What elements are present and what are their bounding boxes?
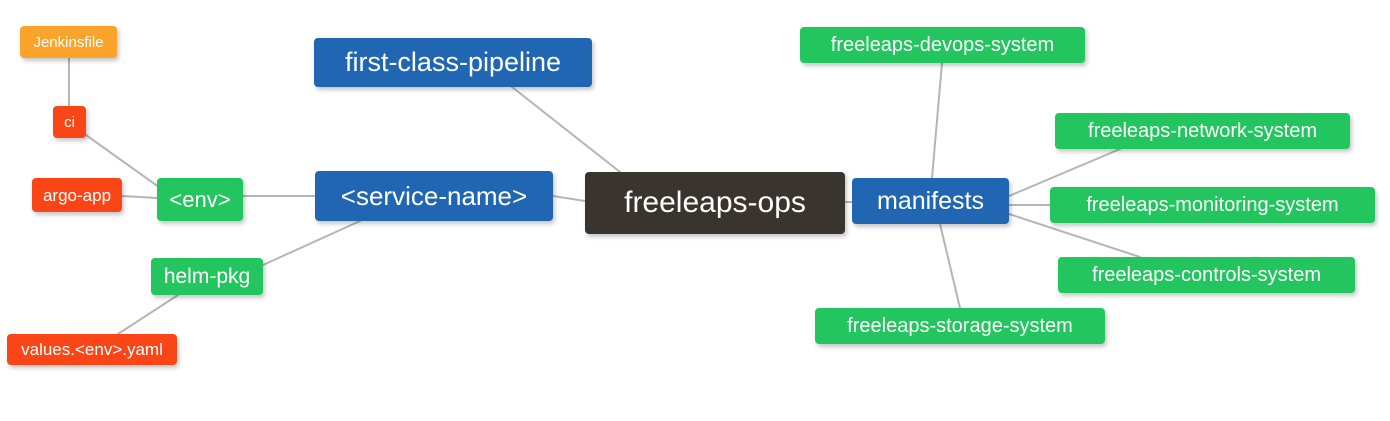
node-label-freeleaps-network-system: freeleaps-network-system — [1088, 120, 1317, 142]
node-label-freeleaps-devops-system: freeleaps-devops-system — [830, 34, 1055, 56]
node-label-jenkinsfile: Jenkinsfile — [33, 33, 104, 51]
node-label-ci: ci — [64, 113, 75, 131]
node-label-values-env-yaml: values.<env>.yaml — [21, 340, 163, 359]
node-freeleaps-network-system[interactable]: freeleaps-network-system — [1055, 113, 1350, 149]
node-label-freeleaps-storage-system: freeleaps-storage-system — [847, 315, 1073, 337]
edge-manifests-to-freeleaps-devops-system — [931, 62, 943, 179]
node-label-manifests: manifests — [877, 186, 984, 215]
node-freeleaps-monitoring-system[interactable]: freeleaps-monitoring-system — [1050, 187, 1375, 223]
edge-first-class-pipeline-to-root — [511, 86, 621, 173]
node-ci[interactable]: ci — [53, 106, 86, 138]
node-helm-pkg[interactable]: helm-pkg — [151, 258, 263, 295]
edge-values-env-yaml-to-helm-pkg — [117, 294, 179, 335]
node-label-root: freeleaps-ops — [624, 186, 806, 219]
node-root[interactable]: freeleaps-ops — [585, 172, 845, 234]
node-label-service-name: <service-name> — [340, 181, 528, 211]
node-label-first-class-pipeline: first-class-pipeline — [344, 47, 562, 77]
node-freeleaps-devops-system[interactable]: freeleaps-devops-system — [800, 27, 1085, 63]
node-manifests[interactable]: manifests — [852, 178, 1009, 224]
node-freeleaps-controls-system[interactable]: freeleaps-controls-system — [1058, 257, 1355, 293]
node-service-name[interactable]: <service-name> — [315, 171, 553, 221]
edge-helm-pkg-to-service-name — [262, 220, 361, 266]
node-label-helm-pkg: helm-pkg — [163, 265, 251, 288]
node-label-freeleaps-monitoring-system: freeleaps-monitoring-system — [1086, 194, 1339, 216]
node-values-env-yaml[interactable]: values.<env>.yaml — [7, 334, 177, 365]
node-first-class-pipeline[interactable]: first-class-pipeline — [314, 38, 592, 87]
edge-manifests-to-freeleaps-storage-system — [939, 223, 961, 309]
node-env[interactable]: <env> — [157, 178, 243, 221]
node-label-env: <env> — [169, 186, 231, 212]
node-label-freeleaps-controls-system: freeleaps-controls-system — [1092, 264, 1321, 286]
node-argo-app[interactable]: argo-app — [32, 178, 122, 212]
node-freeleaps-storage-system[interactable]: freeleaps-storage-system — [815, 308, 1105, 344]
node-jenkinsfile[interactable]: Jenkinsfile — [20, 26, 117, 58]
node-label-argo-app: argo-app — [42, 185, 112, 205]
edge-service-name-to-root — [552, 195, 586, 202]
edge-argo-app-to-env — [121, 195, 158, 199]
